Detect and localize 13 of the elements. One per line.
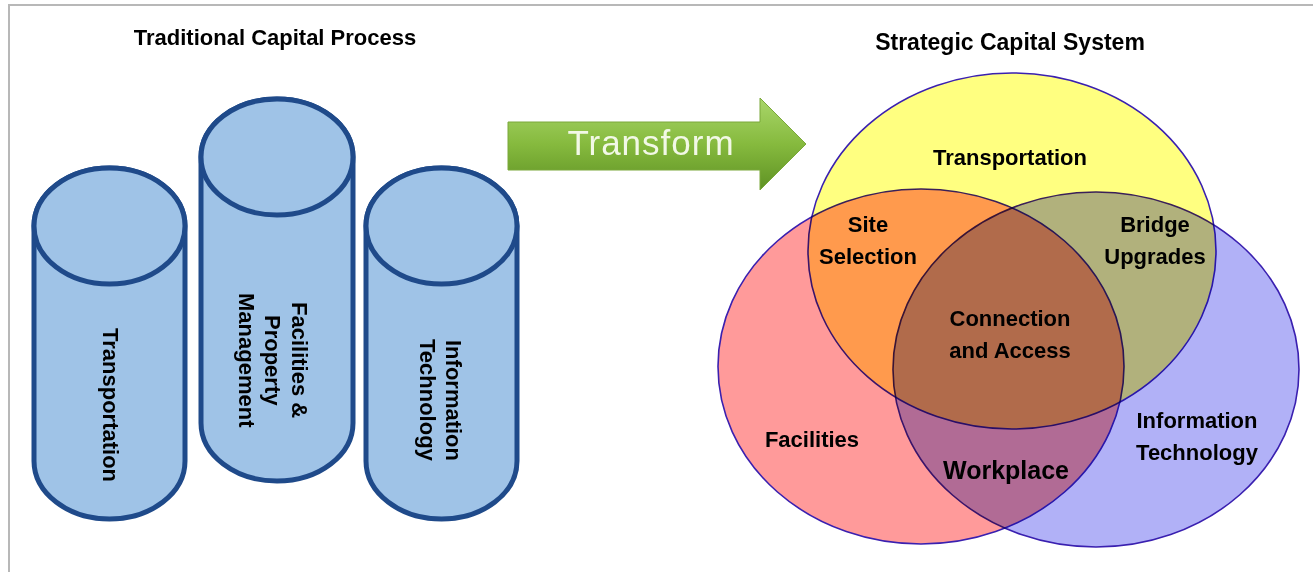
set-label: Transportation bbox=[932, 144, 1088, 172]
cylinder-label: Information Technology bbox=[414, 338, 468, 463]
overlap-label: Connection and Access bbox=[948, 305, 1072, 365]
overlap-label: Workplace bbox=[942, 455, 1070, 486]
overlap-label: Bridge Upgrades bbox=[1103, 211, 1207, 271]
set-label: Information Technology bbox=[1135, 407, 1259, 467]
section-heading: Traditional Capital Process bbox=[132, 24, 418, 52]
cylinder-label: Facilities & Property Management bbox=[232, 291, 313, 430]
overlap-label: Site Selection bbox=[818, 211, 918, 271]
cylinder-label: Transportation bbox=[97, 327, 125, 484]
arrow-label: Transform bbox=[566, 122, 736, 164]
set-label: Facilities bbox=[763, 426, 861, 454]
section-heading: Strategic Capital System bbox=[874, 28, 1146, 57]
